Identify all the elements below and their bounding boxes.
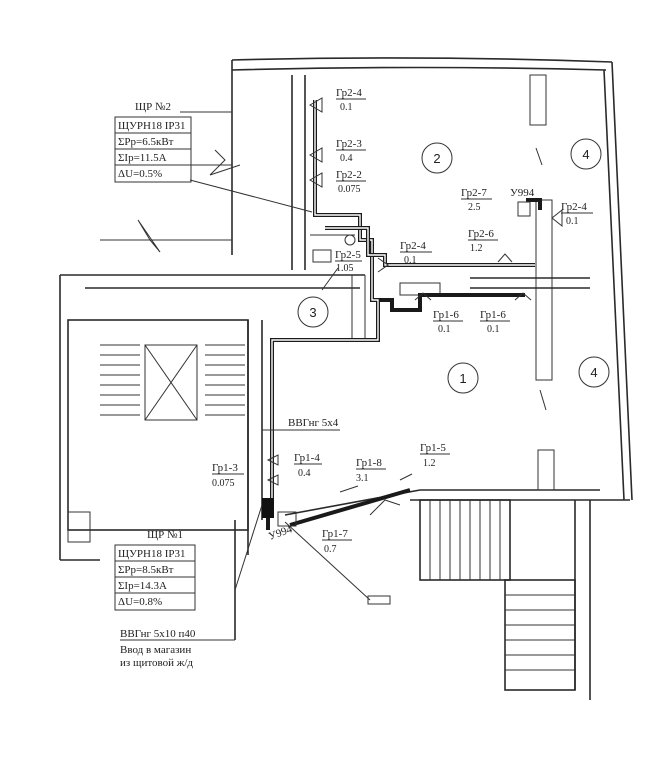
input-note-line1: Ввод в магазин <box>120 644 191 656</box>
gr1-3-label: Гр1-3 <box>212 462 238 474</box>
panel-2-voltage-drop: ΔU=0.5% <box>118 168 162 180</box>
panel-2-power: ΣPр=6.5кВт <box>118 136 174 148</box>
gr1-6-b-label: Гр1-6 <box>480 309 506 321</box>
room-1-marker <box>447 362 479 394</box>
panel-2-info: ЩР №2 ЩУРН18 IP31 ΣPр=6.5кВт ΣIр=11.5А Δ… <box>114 101 192 183</box>
room-2-marker <box>421 142 453 174</box>
panel-2-name: ЩР №2 <box>135 101 171 113</box>
u994-top-label: У994 <box>510 187 535 199</box>
room-3-number: 3 <box>309 305 316 320</box>
gr2-2-label: Гр2-2 <box>336 169 362 181</box>
gr2-7-label: Гр2-7 <box>461 187 487 199</box>
room-markers: 1 2 3 4 4 <box>297 138 610 394</box>
gr2-2-value: 0.075 <box>338 184 361 195</box>
gr2-4-right-label: Гр2-4 <box>561 201 587 213</box>
main-cable-label: ВВГнг 5х4 <box>288 417 339 429</box>
gr1-6-a-value: 0.1 <box>438 324 451 335</box>
gr1-6-b-value: 0.1 <box>487 324 500 335</box>
room-4-bottom-marker <box>578 356 610 388</box>
gr1-3-value: 0.075 <box>212 478 235 489</box>
gr1-8-value: 3.1 <box>356 473 369 484</box>
input-cable-label: ВВГнг 5х10 п40 <box>120 628 196 640</box>
gr1-4-label: Гр1-4 <box>294 452 320 464</box>
building-walls <box>59 57 633 700</box>
panel-1-current: ΣIр=14.3А <box>118 580 167 592</box>
gr2-4-top-value: 0.1 <box>340 102 353 113</box>
cable-labels: ВВГнг 5х4 ВВГнг 5х10 п40 Ввод в магазин … <box>120 417 339 669</box>
cable-routes <box>266 100 542 530</box>
gr2-7-value: 2.5 <box>468 202 481 213</box>
u994-bottom-label: У994 <box>267 523 294 543</box>
group-labels: Гр2-4 0.1 Гр2-3 0.4 Гр2-2 0.075 Гр2-5 1.… <box>212 87 593 555</box>
room-4-top-number: 4 <box>582 147 589 162</box>
gr2-4-mid-value: 0.1 <box>404 255 417 266</box>
gr2-3-value: 0.4 <box>340 153 353 164</box>
panel-2-current: ΣIр=11.5А <box>118 152 167 164</box>
gr1-8-label: Гр1-8 <box>356 457 382 469</box>
stair-steps-bottom <box>429 500 501 580</box>
gr2-4-top-label: Гр2-4 <box>336 87 362 99</box>
gr2-4-mid-label: Гр2-4 <box>400 240 426 252</box>
gr1-5-label: Гр1-5 <box>420 442 446 454</box>
gr2-5-value: 1.05 <box>336 263 354 274</box>
room-4-top-marker <box>570 138 602 170</box>
panel-1-voltage-drop: ΔU=0.8% <box>118 596 162 608</box>
input-note-line2: из щитовой ж/д <box>120 657 193 669</box>
gr1-7-value: 0.7 <box>324 544 337 555</box>
room-4-bottom-number: 4 <box>590 365 597 380</box>
panel-1-model: ЩУРН18 IP31 <box>118 548 185 560</box>
stair-steps-left <box>100 344 245 416</box>
gr1-4-value: 0.4 <box>298 468 311 479</box>
leader-lines <box>189 179 371 601</box>
gr1-7-label: Гр1-7 <box>322 528 348 540</box>
panel-1-power: ΣPр=8.5кВт <box>118 564 174 576</box>
gr2-3-label: Гр2-3 <box>336 138 362 150</box>
panel-1-name: ЩР №1 <box>147 529 183 541</box>
gr1-5-value: 1.2 <box>423 458 436 469</box>
room-3-marker <box>297 296 329 328</box>
stair-steps-bottom-2 <box>505 594 575 671</box>
gr2-6-label: Гр2-6 <box>468 228 494 240</box>
panel-1-info: ЩР №1 ЩУРН18 IP31 ΣPр=8.5кВт ΣIр=14.3А Δ… <box>114 529 196 611</box>
gr1-6-a-label: Гр1-6 <box>433 309 459 321</box>
gr2-4-right-value: 0.1 <box>566 216 579 227</box>
room-1-number: 1 <box>459 371 466 386</box>
room-2-number: 2 <box>433 151 440 166</box>
fixture-symbols <box>262 97 563 605</box>
panel-2-model: ЩУРН18 IP31 <box>118 120 185 132</box>
gr2-6-value: 1.2 <box>470 243 483 254</box>
gr2-5-label: Гр2-5 <box>335 249 361 261</box>
